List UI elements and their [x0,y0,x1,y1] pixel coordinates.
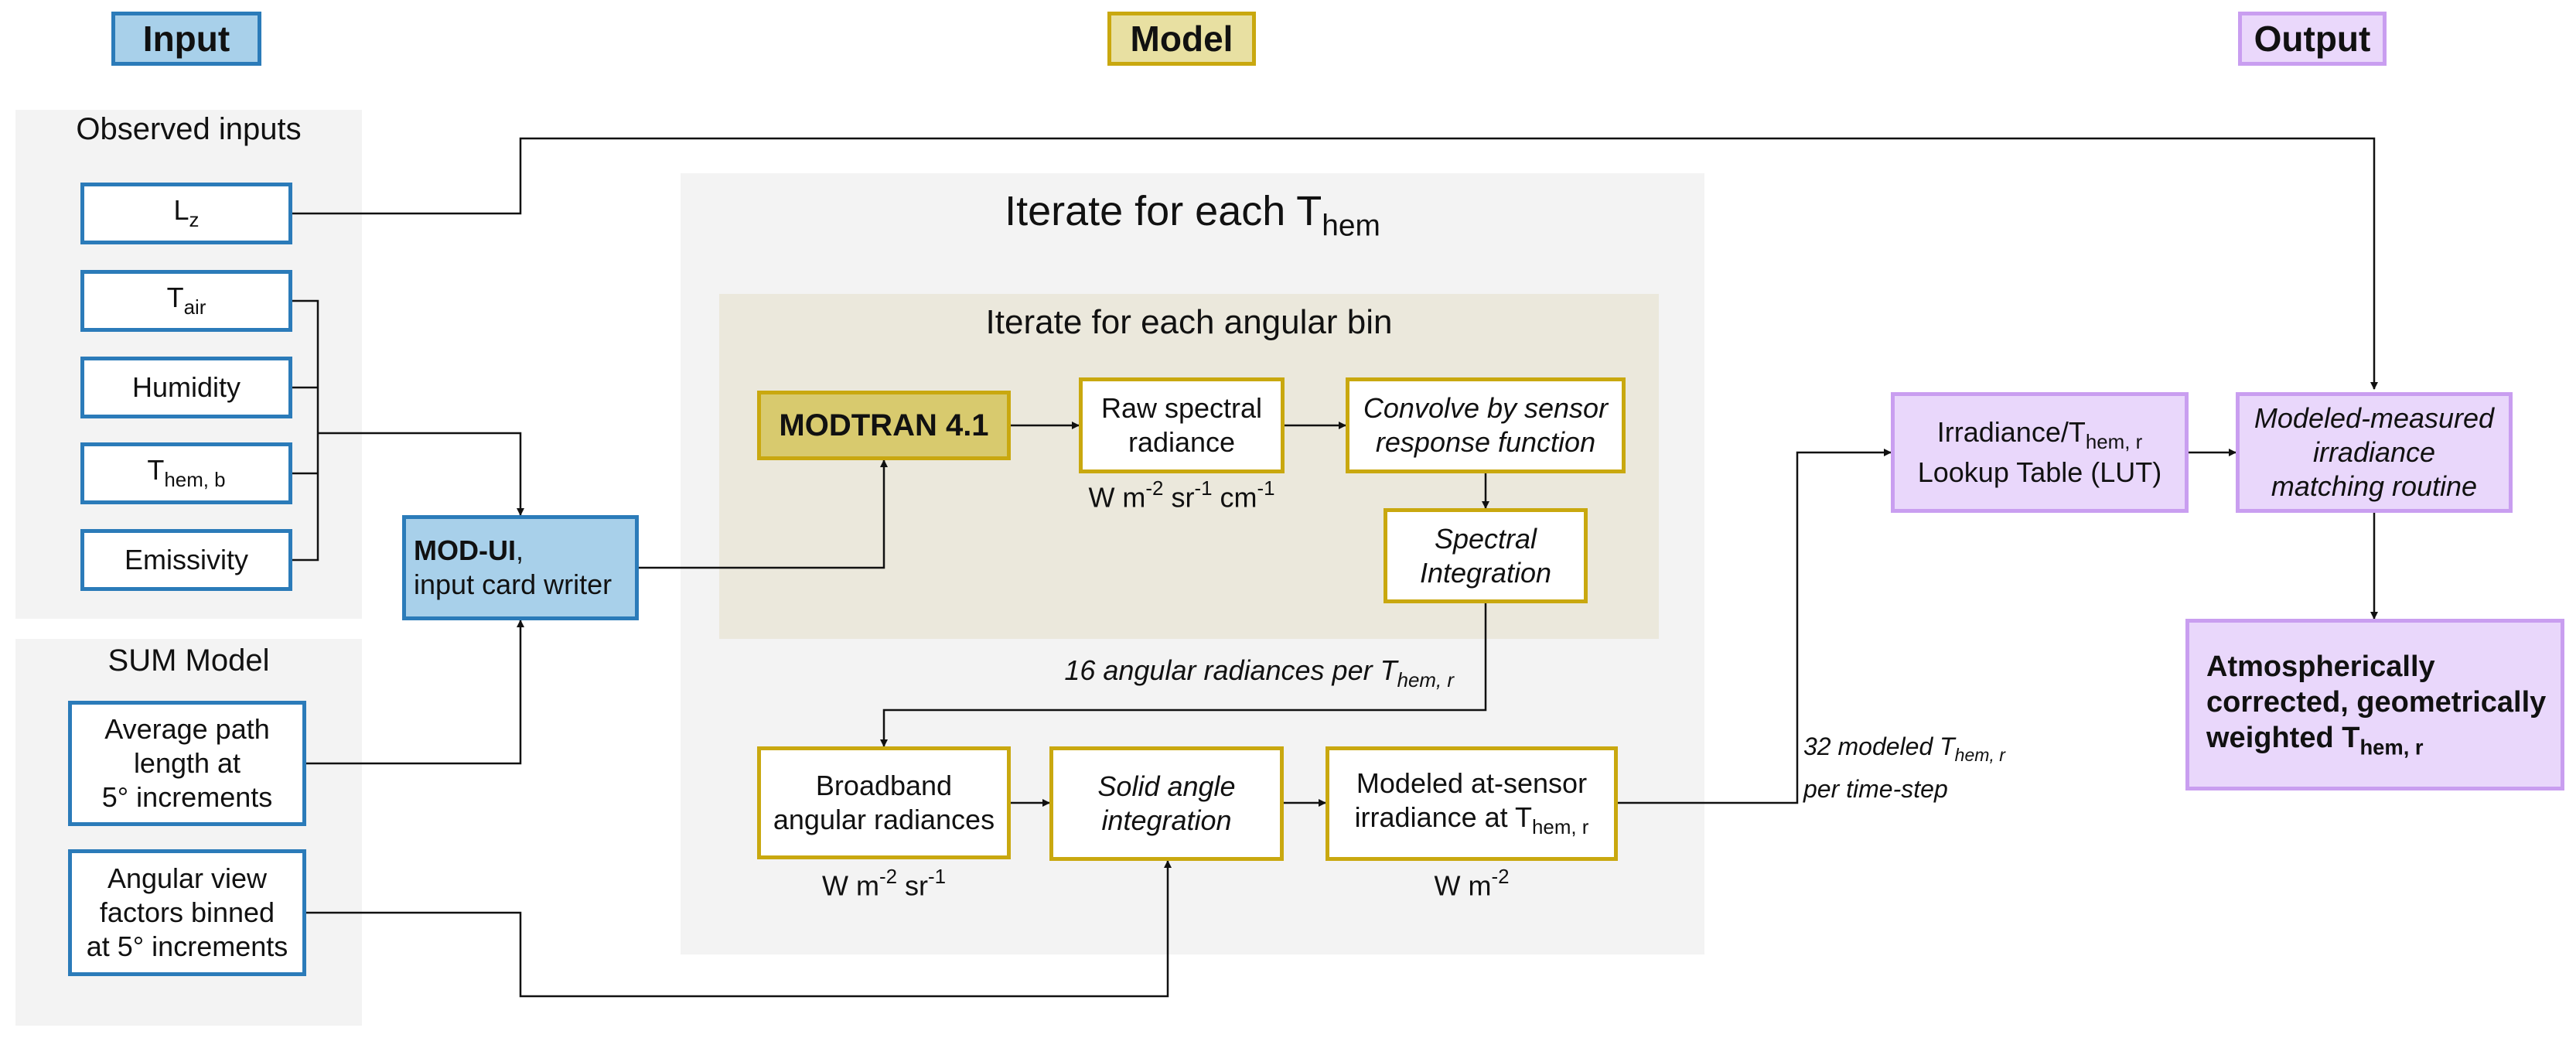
convolve-box: Convolve by sensor response function [1346,377,1626,473]
broadband-unit: W m-2 sr-1 [821,866,947,902]
lz-box: Lz [80,183,292,244]
timestep-note: 32 modeled Them, r per time-step [1803,732,2005,803]
modeled-irradiance-box: Modeled at-sensor irradiance at Them, r [1326,746,1618,861]
final-output-box: Atmospherically corrected, geometrically… [2185,619,2564,790]
modeled-irradiance-unit: W m-2 [1434,866,1510,902]
humidity-box: Humidity [80,357,292,418]
path-length-box: Average path length at 5° increments [68,701,306,826]
raw-radiance-unit: W m-2 sr-1 cm-1 [1088,478,1275,514]
mod-ui-box: MOD-UI, input card writer [402,515,639,620]
viewfactors-to-solid-line [306,860,1172,998]
model-header-label: Model [1130,19,1233,59]
spectral-to-broadband-line [880,603,1487,747]
observed-to-modui-line [318,432,524,516]
modtran-box: MODTRAN 4.1 [757,391,1011,460]
tair-box: Tair [80,270,292,332]
output-header-label: Output [2254,19,2371,59]
matching-routine-box: Modeled-measured irradiance matching rou… [2236,392,2513,513]
iterate-them-sub: hem [1322,209,1380,243]
pathlength-to-modui-line [306,620,524,765]
themb-box: Them, b [80,442,292,504]
lut-box: Irradiance/Them, r Lookup Table (LUT) [1891,392,2189,513]
input-header: Input [111,12,261,66]
iterate-angular-title: Iterate for each angular bin [985,303,1393,341]
lz-to-matching-line [292,137,2378,390]
modeled-to-lut-line [1618,449,1892,804]
iterate-them-title: Iterate for each Them [681,187,1704,244]
observed-inputs-title: Observed inputs [76,112,302,146]
raw-radiance-box: Raw spectral radiance [1079,377,1285,473]
output-header: Output [2238,12,2387,66]
solid-angle-box: Solid angle integration [1049,746,1284,861]
sum-model-title: SUM Model [107,644,270,678]
broadband-box: Broadband angular radiances [757,746,1011,859]
input-header-label: Input [142,19,230,59]
spectral-integration-box: Spectral Integration [1384,508,1588,603]
emissivity-box: Emissivity [80,529,292,591]
model-header: Model [1107,12,1256,66]
view-factors-box: Angular view factors binned at 5° increm… [68,849,306,976]
observed-bracket-line [292,299,319,562]
modui-to-modtran-line [639,459,888,569]
angular-radiances-note: 16 angular radiances per Them, r [1064,654,1454,692]
iterate-them-main: Iterate for each T [1005,188,1322,234]
